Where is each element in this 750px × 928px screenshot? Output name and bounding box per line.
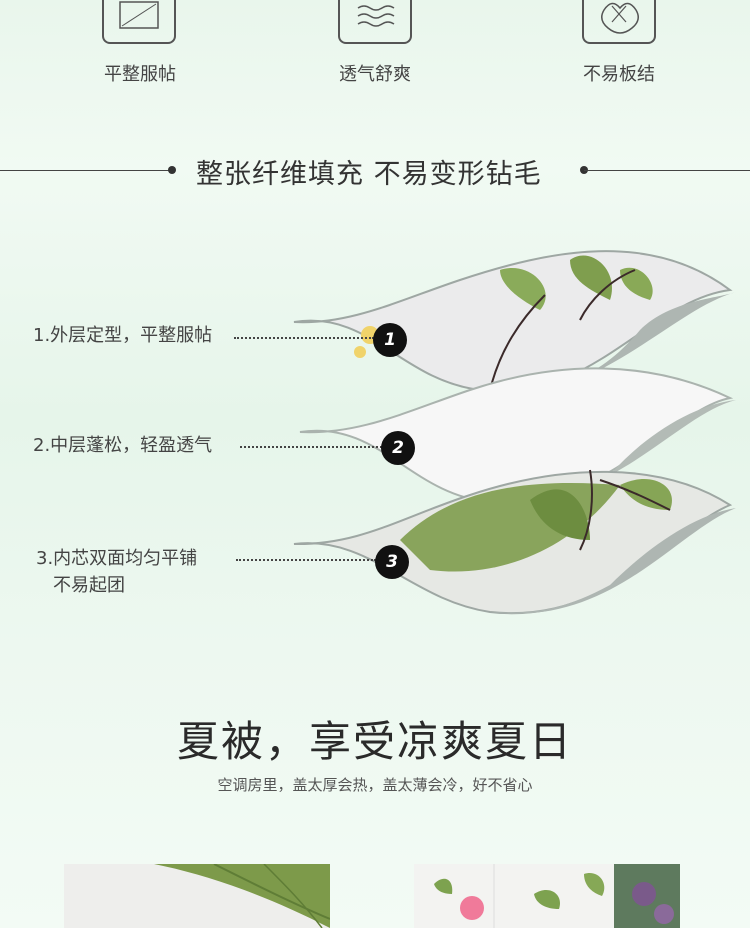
- layer-2-label: 2.中层蓬松，轻盈透气: [33, 435, 213, 456]
- layer-3-label-line2: 不易起团: [53, 575, 125, 596]
- product-photo-left: [64, 864, 330, 928]
- inner-layer-illustration: [293, 469, 736, 615]
- title-rule-right: [584, 170, 750, 171]
- title-rule-left: [0, 170, 172, 171]
- title-rule-dot: [168, 166, 176, 174]
- callout-line-3: [236, 559, 376, 561]
- airflow-waves-icon: [338, 0, 412, 44]
- callout-line-2: [240, 446, 382, 448]
- feature-label: 透气舒爽: [339, 64, 411, 85]
- layer-3-badge: 3: [375, 545, 409, 579]
- layer-1-badge: 1: [373, 323, 407, 357]
- headline: 夏被，享受凉爽夏日: [176, 717, 573, 766]
- layer-3-label-line1: 3.内芯双面均匀平铺: [36, 548, 198, 569]
- layer-2-badge: 2: [381, 431, 415, 465]
- product-photo-right: [414, 864, 680, 928]
- flat-fabric-icon: [102, 0, 176, 44]
- feature-label: 不易板结: [583, 64, 655, 85]
- middle-layer-illustration: [299, 367, 736, 504]
- section-title: 整张纤维填充 不易变形钻毛: [196, 159, 542, 190]
- feature-label: 平整服帖: [104, 64, 176, 85]
- layer-1-label: 1.外层定型，平整服帖: [33, 325, 213, 346]
- callout-line-1: [234, 337, 374, 339]
- quilt-layers-illustration: [293, 250, 736, 615]
- subheadline: 空调房里，盖太厚会热，盖太薄会冷，好不省心: [217, 776, 533, 794]
- anti-clump-icon: [582, 0, 656, 44]
- outer-layer-illustration: [293, 250, 736, 393]
